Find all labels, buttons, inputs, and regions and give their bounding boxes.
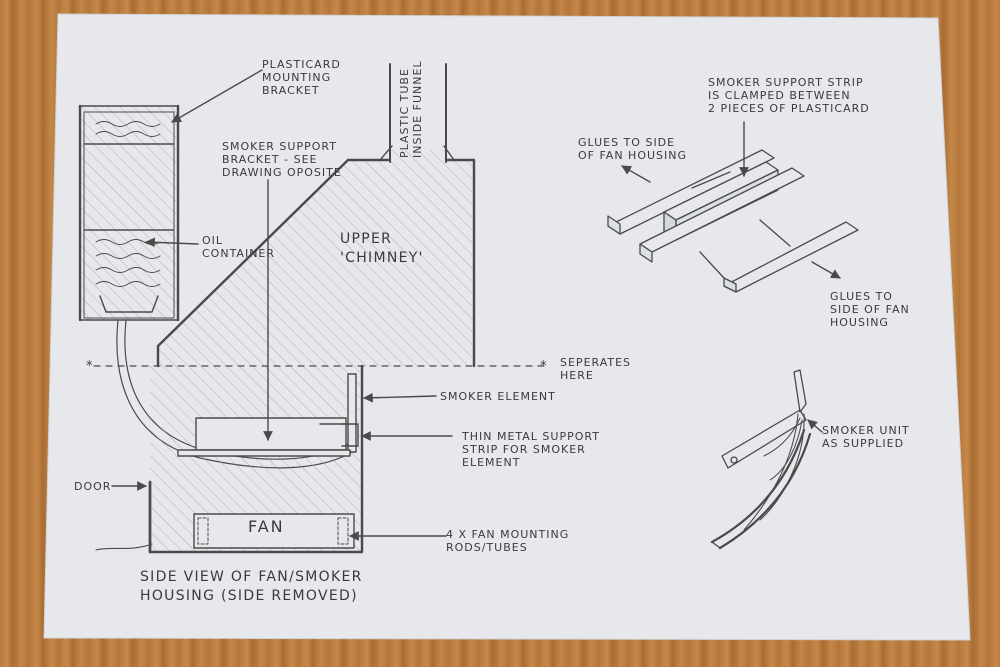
label-line: AS SUPPLIED — [822, 437, 905, 450]
support-strip-clamp — [607, 149, 859, 293]
label-plastic-tube-inside-funnel: PLASTIC TUBE INSIDE FUNNEL — [398, 60, 424, 158]
label-line: SIDE OF FAN — [830, 303, 910, 316]
label-line: BRACKET - SEE — [222, 153, 318, 166]
label-smoker-element: SMOKER ELEMENT — [440, 390, 556, 403]
label-line: CONTAINER — [202, 247, 276, 260]
smoker-element — [177, 373, 359, 457]
plastic-tube-funnel — [389, 63, 447, 163]
label-line: SIDE VIEW OF FAN/SMOKER — [140, 569, 363, 585]
label-oil-container: OIL CONTAINER — [202, 234, 275, 260]
label-fan-mounting-rods: 4 x FAN MOUNTING RODS/TUBES — [446, 528, 569, 554]
label-line: OF FAN HOUSING — [578, 149, 688, 162]
fan — [193, 513, 355, 549]
label-line: 'CHIMNEY' — [340, 250, 424, 266]
label-line: SMOKER SUPPORT STRIP — [708, 76, 864, 89]
label-glues-to-side-right: GLUES TO SIDE OF FAN HOUSING — [830, 290, 910, 329]
label-plasticard-mounting-bracket: PLASTICARD MOUNTING BRACKET — [262, 58, 341, 97]
label-line: UPPER — [340, 231, 393, 247]
label-door: DOOR — [74, 480, 112, 493]
label-marker-left: * — [86, 359, 94, 374]
label-line: PLASTICARD — [262, 58, 341, 71]
label-fan: FAN — [248, 517, 285, 536]
label-side-view-caption: SIDE VIEW OF FAN/SMOKER HOUSING (SIDE RE… — [140, 568, 363, 606]
label-smoker-unit-as-supplied: SMOKER UNIT AS SUPPLIED — [822, 424, 910, 450]
label-line: HOUSING (SIDE REMOVED) — [140, 588, 358, 604]
label-line: OIL — [202, 234, 224, 247]
label-glues-to-side-left: GLUES TO SIDE OF FAN HOUSING — [578, 136, 687, 162]
chimney-housing — [156, 145, 476, 368]
label-seperates-here: SEPERATES HERE — [560, 356, 631, 382]
label-marker-right: * — [540, 359, 548, 374]
label-line: BRACKET — [262, 84, 320, 97]
smoker-unit — [710, 369, 812, 550]
label-line: SEPERATES — [560, 356, 632, 369]
label-upper-chimney: UPPER 'CHIMNEY' — [340, 230, 424, 268]
label-line: 4 x FAN MOUNTING — [446, 528, 570, 541]
label-line: RODS/TUBES — [446, 541, 528, 554]
label-line: ELEMENT — [462, 456, 521, 469]
label-line: 2 PIECES OF PLASTICARD — [708, 102, 870, 115]
label-line: MOUNTING — [262, 71, 332, 84]
label-line: DRAWING OPOSITE — [222, 166, 342, 179]
label-line: STRIP FOR SMOKER — [462, 443, 586, 456]
label-smoker-support-bracket: SMOKER SUPPORT BRACKET - SEE DRAWING OPO… — [222, 140, 342, 179]
label-line: IS CLAMPED BETWEEN — [708, 89, 851, 102]
label-line: SMOKER SUPPORT — [222, 140, 337, 153]
label-line: INSIDE FUNNEL — [411, 60, 424, 158]
label-line: HERE — [560, 369, 594, 382]
label-line: SMOKER UNIT — [822, 424, 910, 437]
label-line: PLASTIC TUBE — [398, 68, 411, 158]
label-smoker-support-strip-clamped: SMOKER SUPPORT STRIP IS CLAMPED BETWEEN … — [708, 76, 870, 115]
label-line: GLUES TO — [830, 290, 893, 303]
label-line: THIN METAL SUPPORT — [462, 430, 600, 443]
mains-cable — [95, 543, 153, 551]
label-line: GLUES TO SIDE — [578, 136, 676, 149]
label-thin-metal-support-strip: THIN METAL SUPPORT STRIP FOR SMOKER ELEM… — [462, 430, 600, 469]
label-line: HOUSING — [830, 316, 889, 329]
oil-container — [78, 104, 180, 322]
